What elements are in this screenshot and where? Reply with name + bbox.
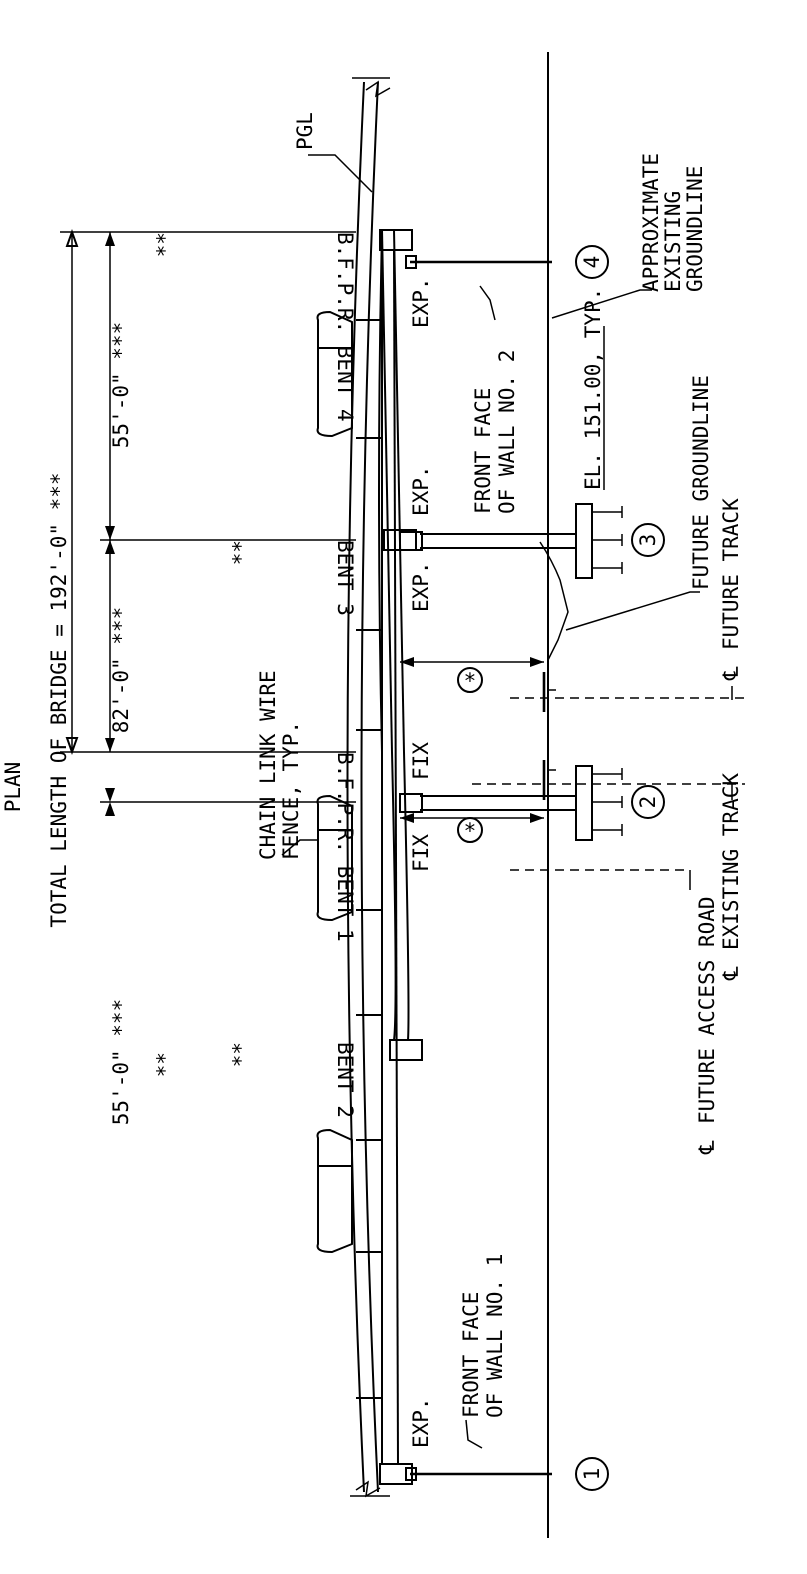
bent-labels: B.F.P.R. BENT 1 BENT 2 BENT 3 B.F.P.R. B… [145,232,357,1118]
wall2-label-2: OF WALL NO. 2 [495,350,519,514]
fence-right [316,310,353,438]
wall2-label-1: FRONT FACE [471,388,495,514]
total-length-label: TOTAL LENGTH OF BRIDGE = 192'-0" *** [47,472,71,927]
span-label-middle: 82'-0" *** [109,607,133,733]
superstructure [356,229,423,1485]
access-road-cl: ℄ [695,1140,719,1155]
span-label-left: 55'-0" *** [109,999,133,1125]
fence-middle [316,794,353,922]
clearance-star-2: * [464,819,477,843]
clearance-star-1: * [464,669,477,693]
approx-groundline-1: APPROXIMATE [639,153,663,292]
approx-groundline-3: GROUNDLINE [683,166,707,292]
bent-mark-4: ** [145,232,169,257]
fence-left [316,1128,353,1254]
total-length-dimension: TOTAL LENGTH OF BRIDGE = 192'-0" *** [47,229,79,928]
span-label-right: 55'-0" *** [109,322,133,448]
bent-2-column [399,765,623,841]
bent-number-2: 2 [636,796,660,809]
bearing-exp-bent1: EXP. [409,1397,433,1448]
partial-title: PLAN [1,762,25,813]
wall1-label-2: OF WALL NO. 1 [483,1254,507,1418]
bent-mark-1: ** [145,1052,169,1077]
bent-mark-3: ** [221,540,245,565]
future-groundline-label: FUTURE GROUNDLINE [689,375,713,590]
bent-number-1: 1 [580,1468,604,1481]
chain-link-label-2: FENCE, TYP. [279,721,303,860]
wall1-label-1: FRONT FACE [459,1292,483,1418]
track-centerlines: * * [400,657,750,871]
bent-extension-lines [60,231,356,803]
approx-groundline-2: EXISTING [661,191,685,292]
bent-3-column [399,503,623,579]
chain-link-fences: CHAIN LINK WIRE FENCE, TYP. [256,310,353,1254]
pgl-label: PGL [293,112,317,150]
existing-track-label: EXISTING TRACK [719,773,743,950]
track-labels: ℄ FUTURE TRACK ℄ EXISTING TRACK ℄ FUTURE… [689,498,743,1155]
bent-number-bubbles: 4 3 2 1 [575,245,665,1491]
existing-track-cl: ℄ [719,966,743,981]
bearing-exp-bent4: EXP. [409,277,433,328]
span-dimensions: 55'-0" *** 82'-0" *** 55'-0" *** [105,232,133,1125]
bent-label-3: BENT 3 [333,540,357,616]
bent-mark-2: ** [221,1042,245,1067]
bent-number-3: 3 [636,534,660,547]
bearing-exp-bent3-left: EXP. [409,561,433,612]
bearing-exp-bent3-right: EXP. [409,465,433,516]
elevation-label: EL. 151.00, TYP. [581,288,605,490]
bearing-fix-bent2-left: FIX [409,834,433,872]
walls: FRONT FACE OF WALL NO. 2 FRONT FACE OF W… [405,255,552,1481]
bent-label-2: BENT 2 [333,1042,357,1118]
bearing-fix-bent2-right: FIX [409,742,433,780]
future-track-label: FUTURE TRACK [719,498,743,650]
access-road-label: FUTURE ACCESS ROAD [695,896,719,1124]
ground-lines: APPROXIMATE EXISTING GROUNDLINE EL. 151.… [539,52,713,1538]
bent-number-4: 4 [580,256,604,269]
bent-label-1: B.F.P.R. BENT 1 [333,752,357,942]
bearing-labels: EXP. EXP. EXP. FIX FIX EXP. [409,277,433,1448]
deck-and-pgl: PGL [293,77,391,1498]
future-track-cl: ℄ [719,666,743,681]
chain-link-label-1: CHAIN LINK WIRE [256,670,280,860]
